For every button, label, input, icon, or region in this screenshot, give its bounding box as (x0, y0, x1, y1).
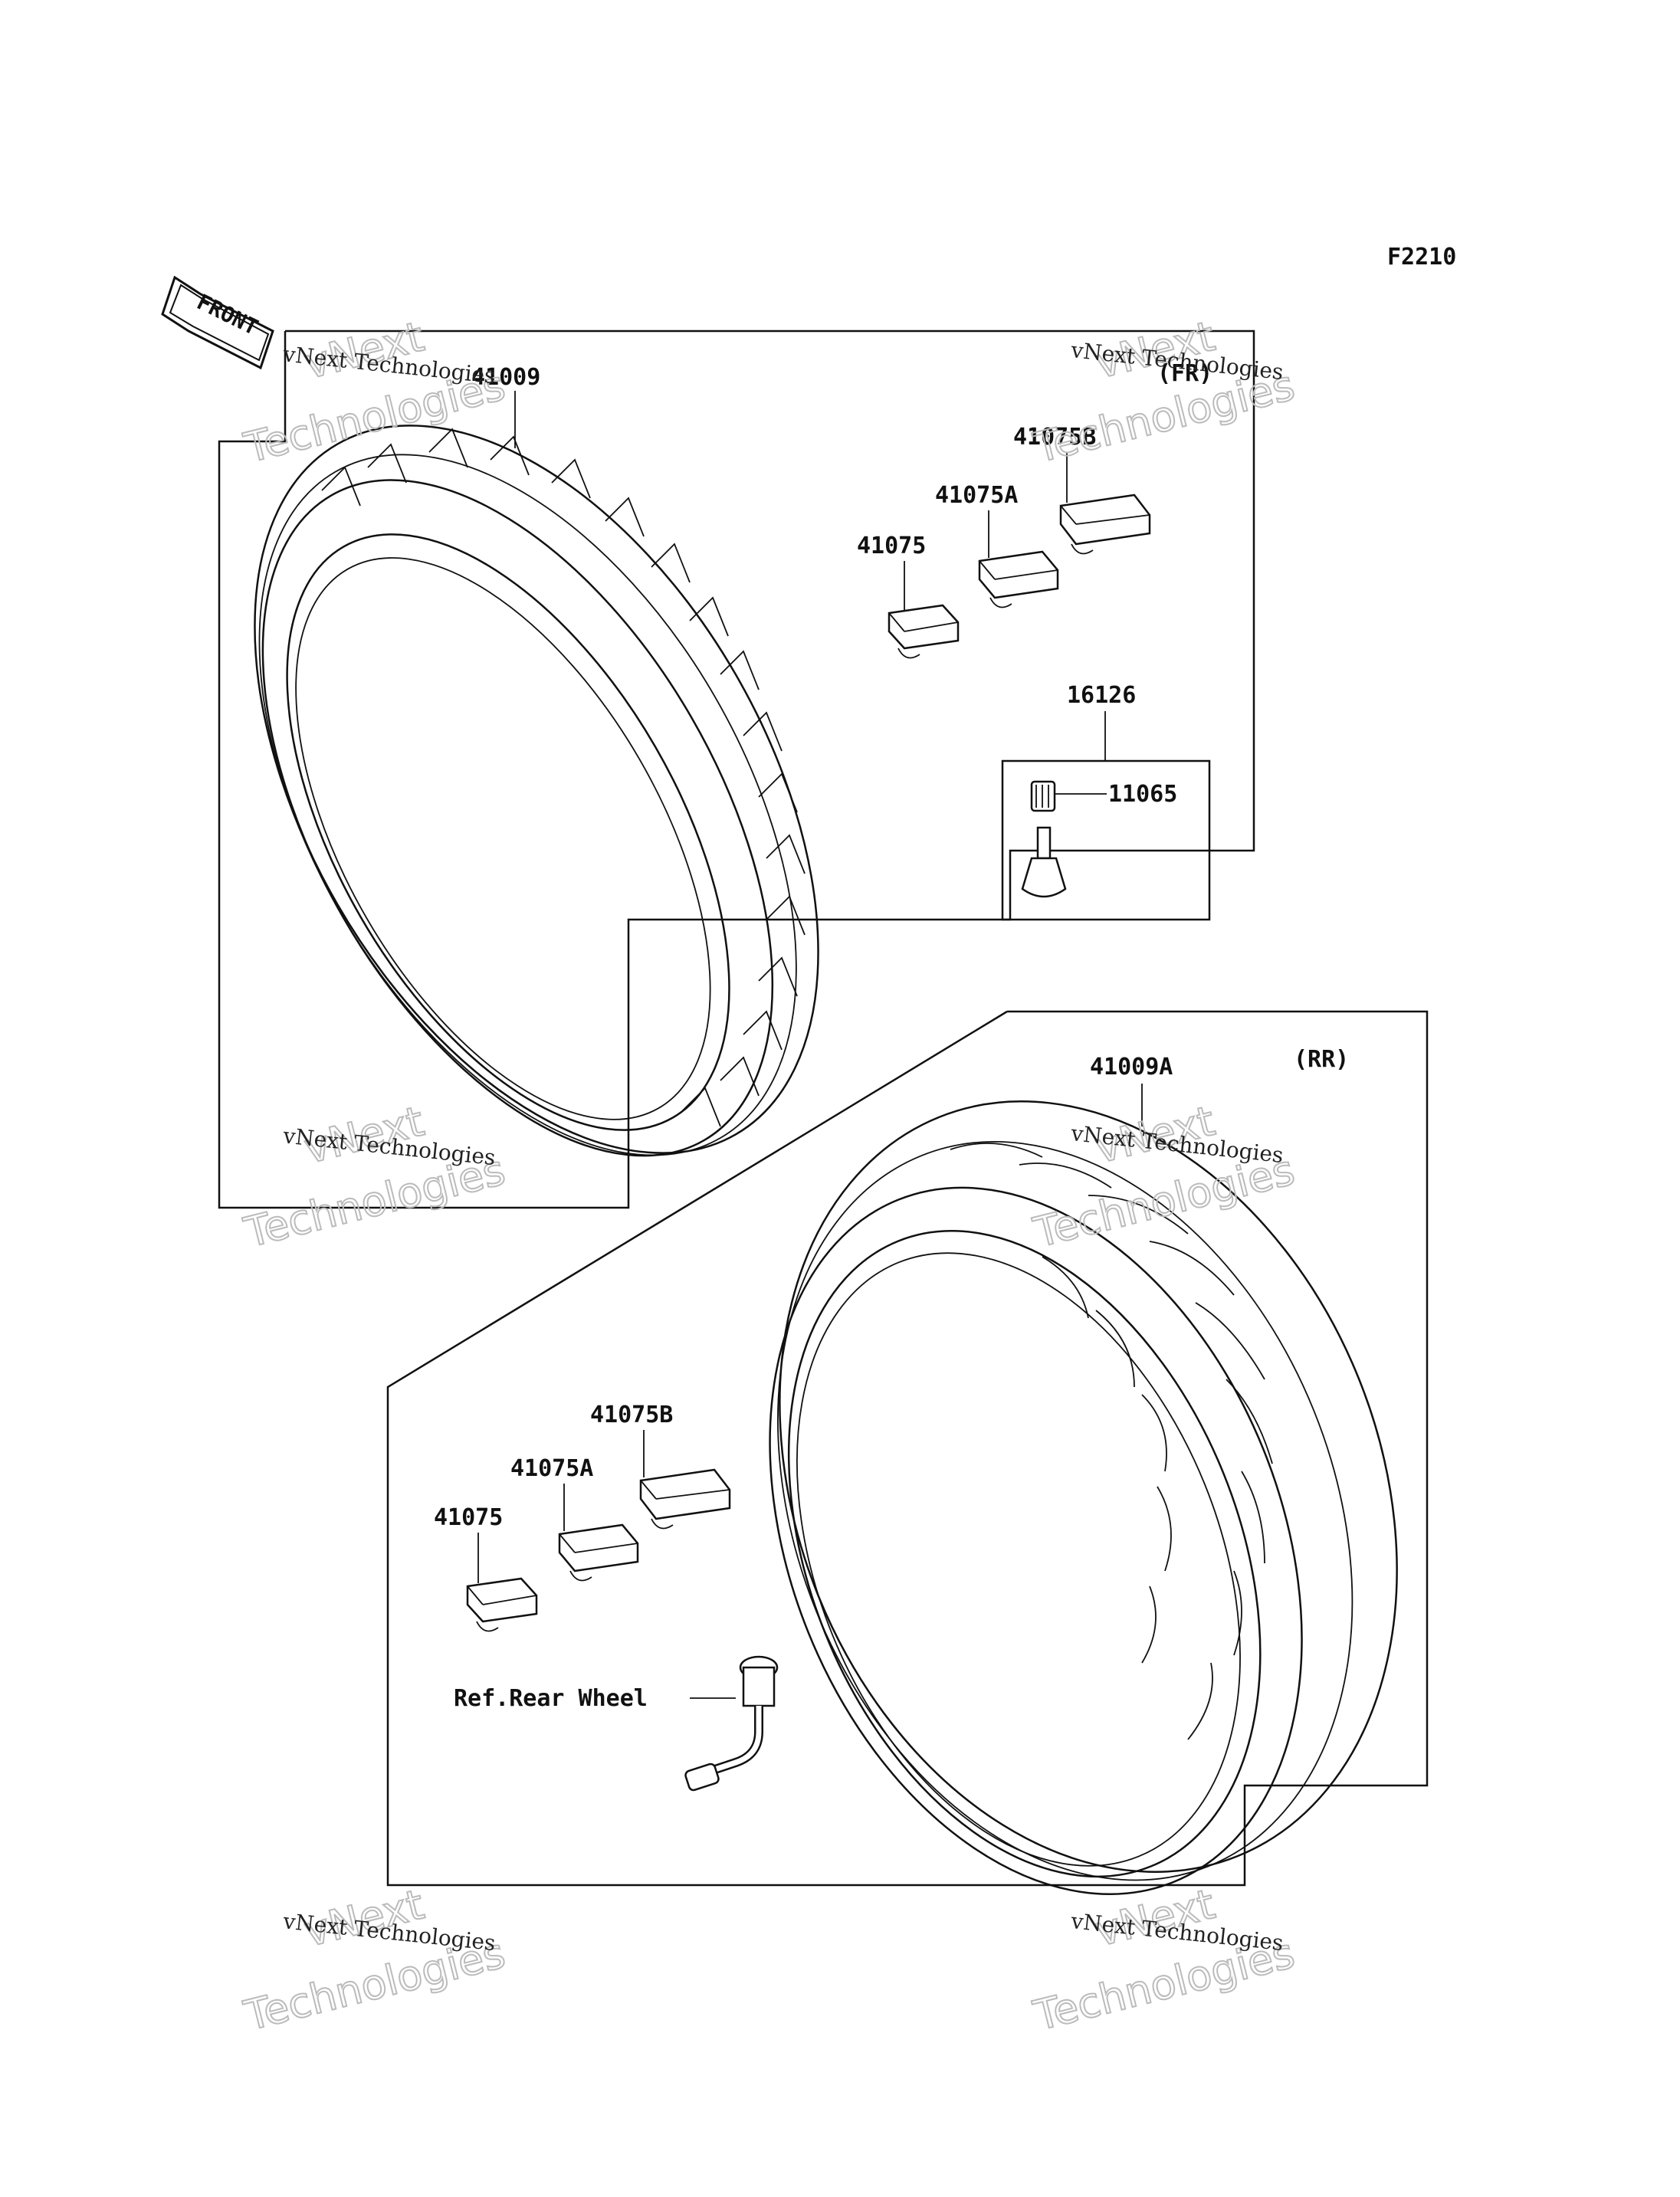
label-41075b-front: 41075B (1013, 424, 1096, 451)
label-11065: 11065 (1108, 781, 1177, 808)
label-41009: 41009 (471, 364, 540, 391)
front-panel-border (218, 330, 1255, 1209)
watermark-mid-right: vNext Technologies vNext Technologies (1028, 1096, 1300, 1258)
label-ref-rear-wheel: Ref.Rear Wheel (454, 1685, 648, 1712)
label-41075a-rear: 41075A (510, 1455, 593, 1482)
rear-panel-border (386, 1010, 1429, 1887)
label-41075a-front: 41075A (935, 482, 1018, 509)
front-arrow-icon: FRONT (161, 275, 274, 370)
figure-code: F2210 (1387, 244, 1456, 271)
weight-41075-rear-icon (466, 1577, 538, 1632)
watermark-bottom-left: vNext Technologies vNext Technologies (238, 1880, 510, 2041)
valve-kit-box (1001, 759, 1211, 921)
label-16126: 16126 (1067, 682, 1136, 709)
front-tire-icon (254, 425, 819, 1157)
rear-panel: (RR) 41009A (386, 1010, 1429, 1895)
valve-stem-icon (1021, 826, 1067, 898)
watermark-bottom-right: vNext Technologies vNext Technologies (1028, 1879, 1300, 2041)
rear-tire-icon (769, 1100, 1398, 1895)
weight-41075b-rear-icon (639, 1468, 731, 1530)
watermark-top-right: vNext Technologies vNext Technologies (1028, 311, 1300, 473)
label-41075b-rear: 41075B (590, 1402, 673, 1428)
label-41075-front: 41075 (857, 533, 926, 559)
weight-41075a-front-icon (978, 550, 1059, 608)
rear-tag: (RR) (1294, 1046, 1349, 1073)
front-tag: (FR) (1157, 360, 1212, 387)
weight-41075-front-icon (888, 604, 960, 659)
watermark-top-left: vNext Technologies vNext Technologies (238, 312, 510, 474)
watermark-mid-left: vNext Technologies vNext Technologies (238, 1097, 510, 1258)
rear-valve-icon (684, 1655, 779, 1792)
valve-cap-icon (1030, 780, 1056, 812)
label-41075-rear: 41075 (434, 1504, 503, 1531)
label-41009a: 41009A (1090, 1054, 1173, 1080)
front-panel: 41009 (FR) 41075 41075A 41075B 16126 (218, 330, 1255, 1209)
weight-41075b-front-icon (1059, 494, 1151, 555)
weight-41075a-rear-icon (558, 1523, 639, 1582)
